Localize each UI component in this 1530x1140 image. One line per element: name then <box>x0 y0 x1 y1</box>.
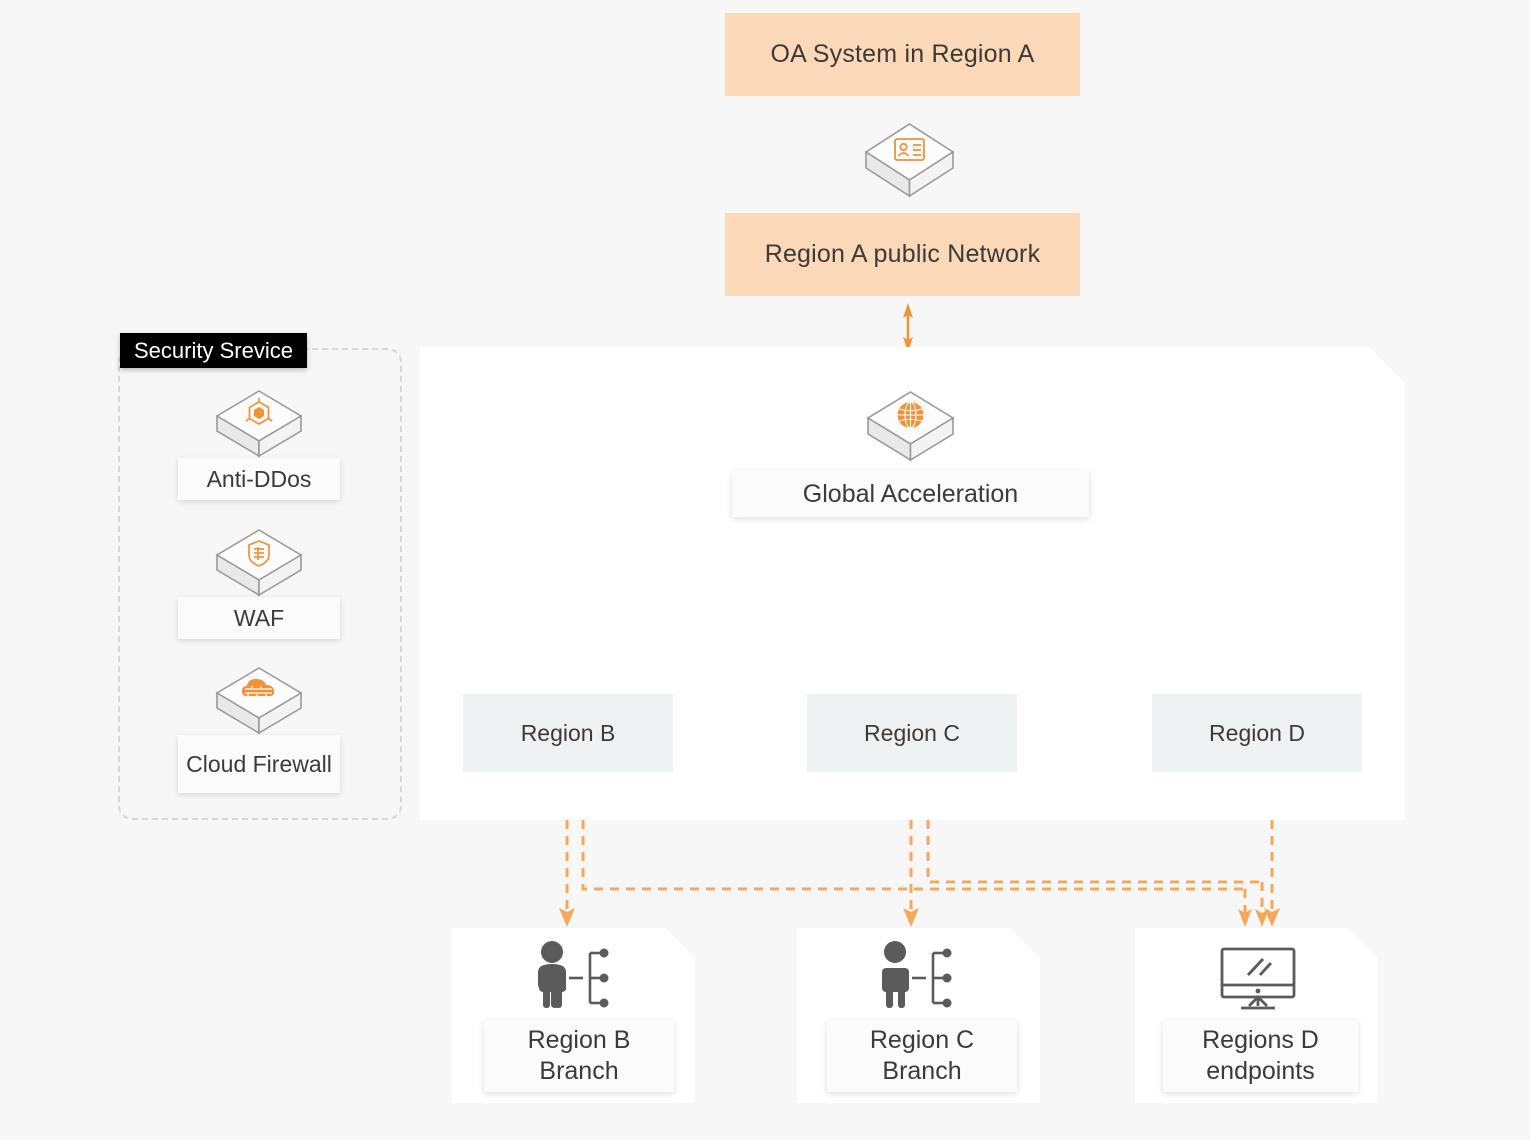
arrow-network-to-stage <box>903 303 913 352</box>
waf-shield-cube-icon <box>213 527 305 599</box>
region-b-branch-label-chip: Region B Branch <box>484 1020 674 1092</box>
region-b-branch-label-line1: Region B <box>527 1025 631 1054</box>
id-card-icon <box>862 120 957 202</box>
cloud-firewall-cube-icon <box>213 665 305 737</box>
waf-label-chip: WAF <box>178 597 340 639</box>
globe-cube-icon <box>863 388 958 468</box>
anti-ddos-label-chip: Anti-DDos <box>178 458 340 500</box>
region-d-box: Region D <box>1152 694 1362 772</box>
region-b-label: Region B <box>520 719 616 746</box>
regions-d-endpoints-label-line2: endpoints <box>1206 1057 1315 1085</box>
cloud-firewall-label-chip: Cloud Firewall <box>178 735 340 793</box>
global-acceleration-label-chip: Global Acceleration <box>732 471 1089 517</box>
regions-d-endpoints-label-line1: Regions D <box>1202 1025 1319 1054</box>
cloud-firewall-label-line1: Cloud Firewall <box>186 750 332 777</box>
security-service-title: Security Srevice <box>120 333 307 368</box>
region-c-branch-label-line2: Branch <box>882 1057 962 1085</box>
global-acceleration-label: Global Acceleration <box>802 479 1019 508</box>
dashed-regionC-bus <box>926 820 1262 884</box>
waf-label: WAF <box>233 604 285 631</box>
region-a-public-network-box: Region A public Network <box>725 213 1080 296</box>
region-c-box: Region C <box>807 694 1017 772</box>
anti-ddos-cube-icon <box>213 388 305 460</box>
region-d-label: Region D <box>1209 719 1305 746</box>
region-b-branch-label-line2: Branch <box>539 1057 619 1085</box>
dashed-regionB-bus <box>581 820 1245 891</box>
oa-system-label: OA System in Region A <box>770 40 1035 68</box>
user-network-icon <box>530 938 620 1016</box>
regions-d-endpoints-label-chip: Regions D endpoints <box>1163 1020 1358 1092</box>
region-c-label: Region C <box>864 719 960 746</box>
desktop-monitor-icon <box>1215 943 1301 1015</box>
oa-system-box: OA System in Region A <box>725 13 1080 96</box>
region-a-public-network-label: Region A public Network <box>764 240 1041 268</box>
anti-ddos-label: Anti-DDos <box>206 465 312 492</box>
security-service-title-label: Security Srevice <box>134 337 293 363</box>
region-c-branch-label-chip: Region C Branch <box>827 1020 1017 1092</box>
region-c-branch-label-line1: Region C <box>869 1025 975 1054</box>
user-network-icon <box>873 938 963 1016</box>
region-b-box: Region B <box>463 694 673 772</box>
